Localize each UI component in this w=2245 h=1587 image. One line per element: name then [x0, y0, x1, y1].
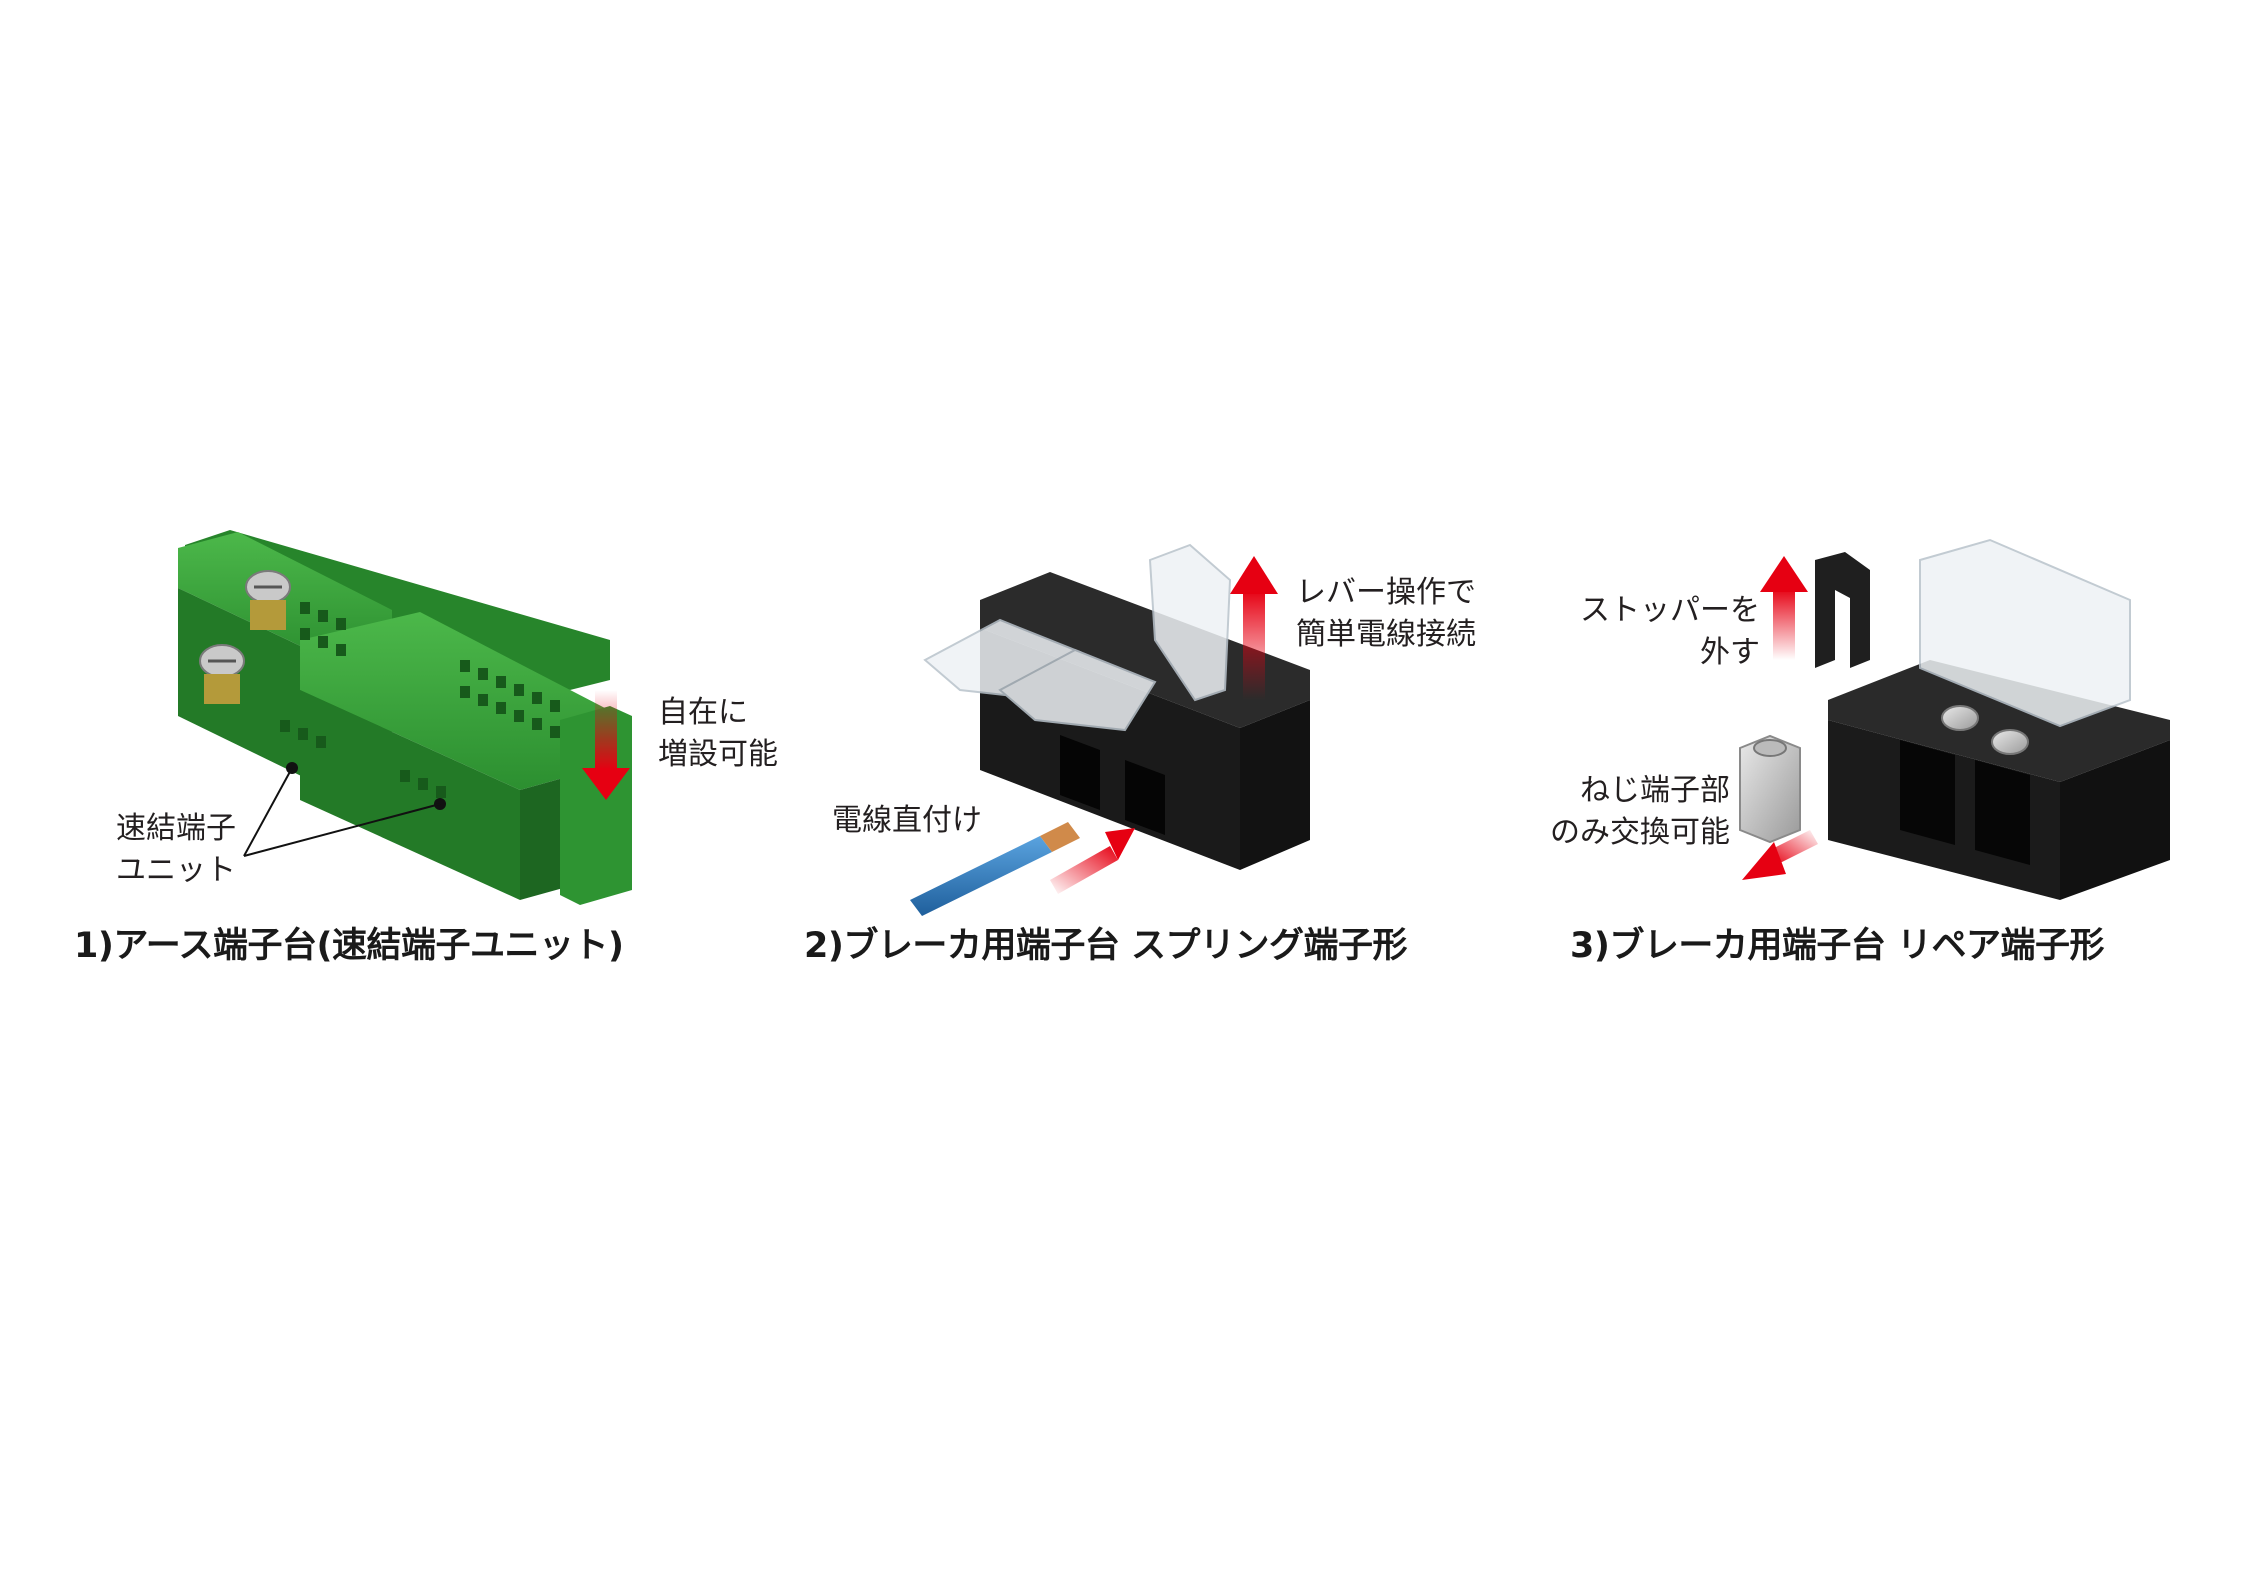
green-unit-right-top [300, 612, 628, 790]
repair-terminal-block-illustration [1739, 538, 2170, 900]
repair-block-top [1828, 660, 2170, 782]
removable-screw-terminal [1739, 734, 1801, 844]
callout-expand: 自在に 増設可能 [658, 695, 778, 772]
callout-remove-stopper: ストッパーを 外す [1580, 593, 1760, 670]
lever-up-arrow [1230, 556, 1278, 700]
spring-block-side [1240, 700, 1310, 870]
callout-direct-wire: 電線直付け [832, 803, 982, 838]
blue-wire [910, 822, 1080, 916]
repair-block-side [2060, 740, 2170, 900]
callout-screw-terminal-replaceable: ねじ端子部 のみ交換可能 [1550, 773, 1730, 850]
clear-cover [1919, 538, 2131, 728]
earth-terminal-block-illustration [178, 530, 632, 905]
screw-terminal-remove-arrow [1742, 830, 1818, 880]
caption-repair-terminal-block: 3)ブレーカ用端子台 リペア端子形 [1570, 926, 2105, 966]
top-screw-terminals [1941, 705, 2029, 755]
wire-entry-hole-left [1060, 735, 1100, 810]
spring-block-top [980, 572, 1310, 728]
clear-levers [923, 543, 1232, 732]
spring-terminal-block-illustration [910, 543, 1310, 916]
stopper-piece [1815, 552, 1870, 668]
wire-insert-arrow [1050, 828, 1135, 894]
stopper-up-arrow [1760, 556, 1808, 660]
terminal-screws [199, 570, 291, 704]
callout-lever-operation: レバー操作で 簡単電線接続 [1296, 575, 1476, 652]
caption-earth-terminal-block: 1)アース端子台(速結端子ユニット) [74, 926, 624, 966]
green-unit-right-side [300, 690, 520, 900]
wire-entry-hole-right [1125, 760, 1165, 835]
caption-spring-terminal-block: 2)ブレーカ用端子台 スプリング端子形 [804, 926, 1408, 966]
callout-quick-connect-unit: 速結端子 ユニット [116, 811, 236, 888]
unit-holes [280, 602, 560, 798]
green-unit-left-side [178, 588, 330, 790]
expand-down-arrow [582, 690, 630, 800]
